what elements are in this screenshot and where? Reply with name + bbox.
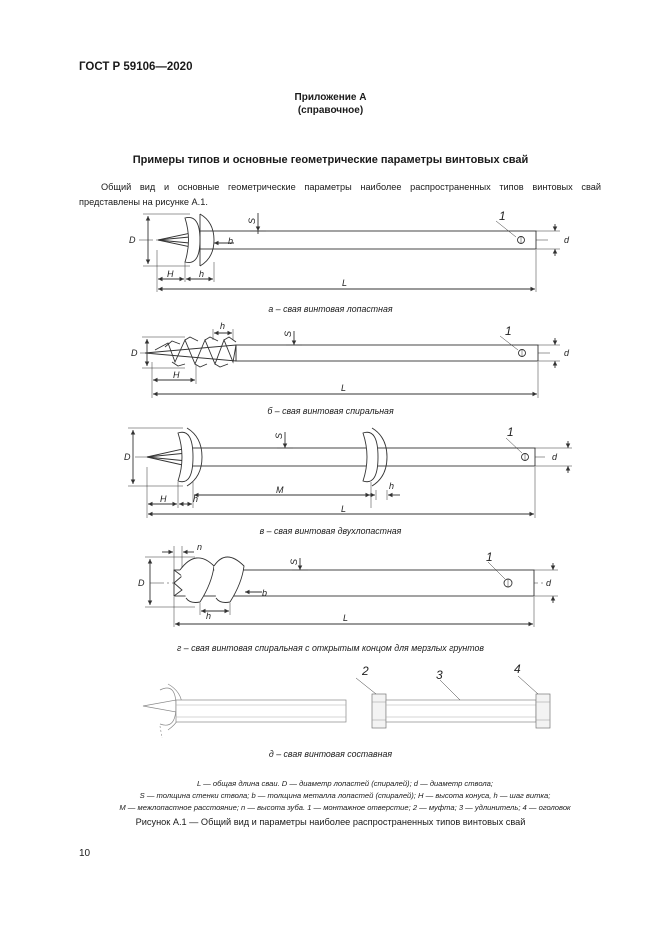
legend-line-1: L — общая длина сваи. D — диаметр лопаст… — [196, 779, 493, 788]
label-H-v: H — [160, 494, 167, 504]
label-L-v: L — [341, 504, 346, 514]
callout-1-a: 1 — [499, 209, 506, 223]
label-D-b: D — [131, 348, 138, 358]
legend-line-2: S — толщина стенки ствола; b — толщина м… — [139, 791, 551, 800]
figure-g-drawing: D S d n b h L 1 — [138, 542, 558, 627]
label-L-b: L — [341, 383, 346, 393]
label-H-a: H — [167, 269, 174, 279]
caption-d: д – свая винтовая составная — [268, 749, 393, 759]
label-S-v: S — [274, 433, 284, 439]
label-n-g: n — [197, 542, 202, 552]
callout-1-g: 1 — [486, 550, 493, 564]
label-h-a: h — [199, 269, 204, 279]
label-L-g: L — [343, 613, 348, 623]
callout-1-b: 1 — [505, 324, 512, 338]
caption-v: в – свая винтовая двухлопастная — [259, 526, 402, 536]
label-d-g: d — [546, 578, 552, 588]
appendix-subtitle: (справочное) — [297, 105, 364, 116]
figure-v-drawing: D S d h H h M L 1 — [124, 425, 572, 518]
figure-a-drawing: D S d b H h L 1 — [129, 209, 570, 292]
label-S-b: S — [283, 331, 293, 337]
label-h-b: h — [220, 321, 225, 331]
label-d-a: d — [564, 235, 570, 245]
callout-3: 3 — [436, 668, 443, 682]
label-h-v: h — [193, 494, 198, 504]
label-h-v2: h — [389, 481, 394, 491]
label-d-v: d — [552, 452, 558, 462]
label-D-v: D — [124, 452, 131, 462]
label-M-v: M — [276, 485, 284, 495]
caption-g: г – свая винтовая спиральная с открытым … — [176, 643, 484, 653]
label-D-a: D — [129, 235, 136, 245]
label-L-a: L — [342, 278, 347, 288]
label-H-b: H — [173, 370, 180, 380]
label-D-g: D — [138, 578, 145, 588]
page-number: 10 — [79, 848, 91, 859]
caption-b: б – свая винтовая спиральная — [267, 406, 394, 416]
section-title: Примеры типов и основные геометрические … — [132, 154, 529, 166]
caption-a: а – свая винтовая лопастная — [268, 304, 393, 314]
callout-4: 4 — [514, 662, 521, 676]
figure-b-drawing: D S d h H L 1 — [131, 321, 570, 398]
label-b-g: b — [262, 588, 267, 598]
figure-caption: Рисунок А.1 — Общий вид и параметры наиб… — [135, 817, 526, 827]
label-h-g: h — [206, 611, 211, 621]
label-b-a: b — [228, 236, 233, 246]
intro-paragraph: Общий вид и основные геометрические пара… — [79, 182, 601, 207]
appendix-title: Приложение А — [294, 92, 367, 103]
callout-2: 2 — [361, 664, 369, 678]
label-S-g: S — [289, 559, 299, 565]
legend-line-3: M — межлопастное расстояние; n — высота … — [119, 803, 571, 812]
label-d-b: d — [564, 348, 570, 358]
standard-header: ГОСТ Р 59106—2020 — [79, 61, 193, 73]
label-S-a: S — [247, 218, 257, 224]
callout-1-v: 1 — [507, 425, 514, 439]
figure-d-drawing: 2 3 4 — [142, 662, 551, 739]
